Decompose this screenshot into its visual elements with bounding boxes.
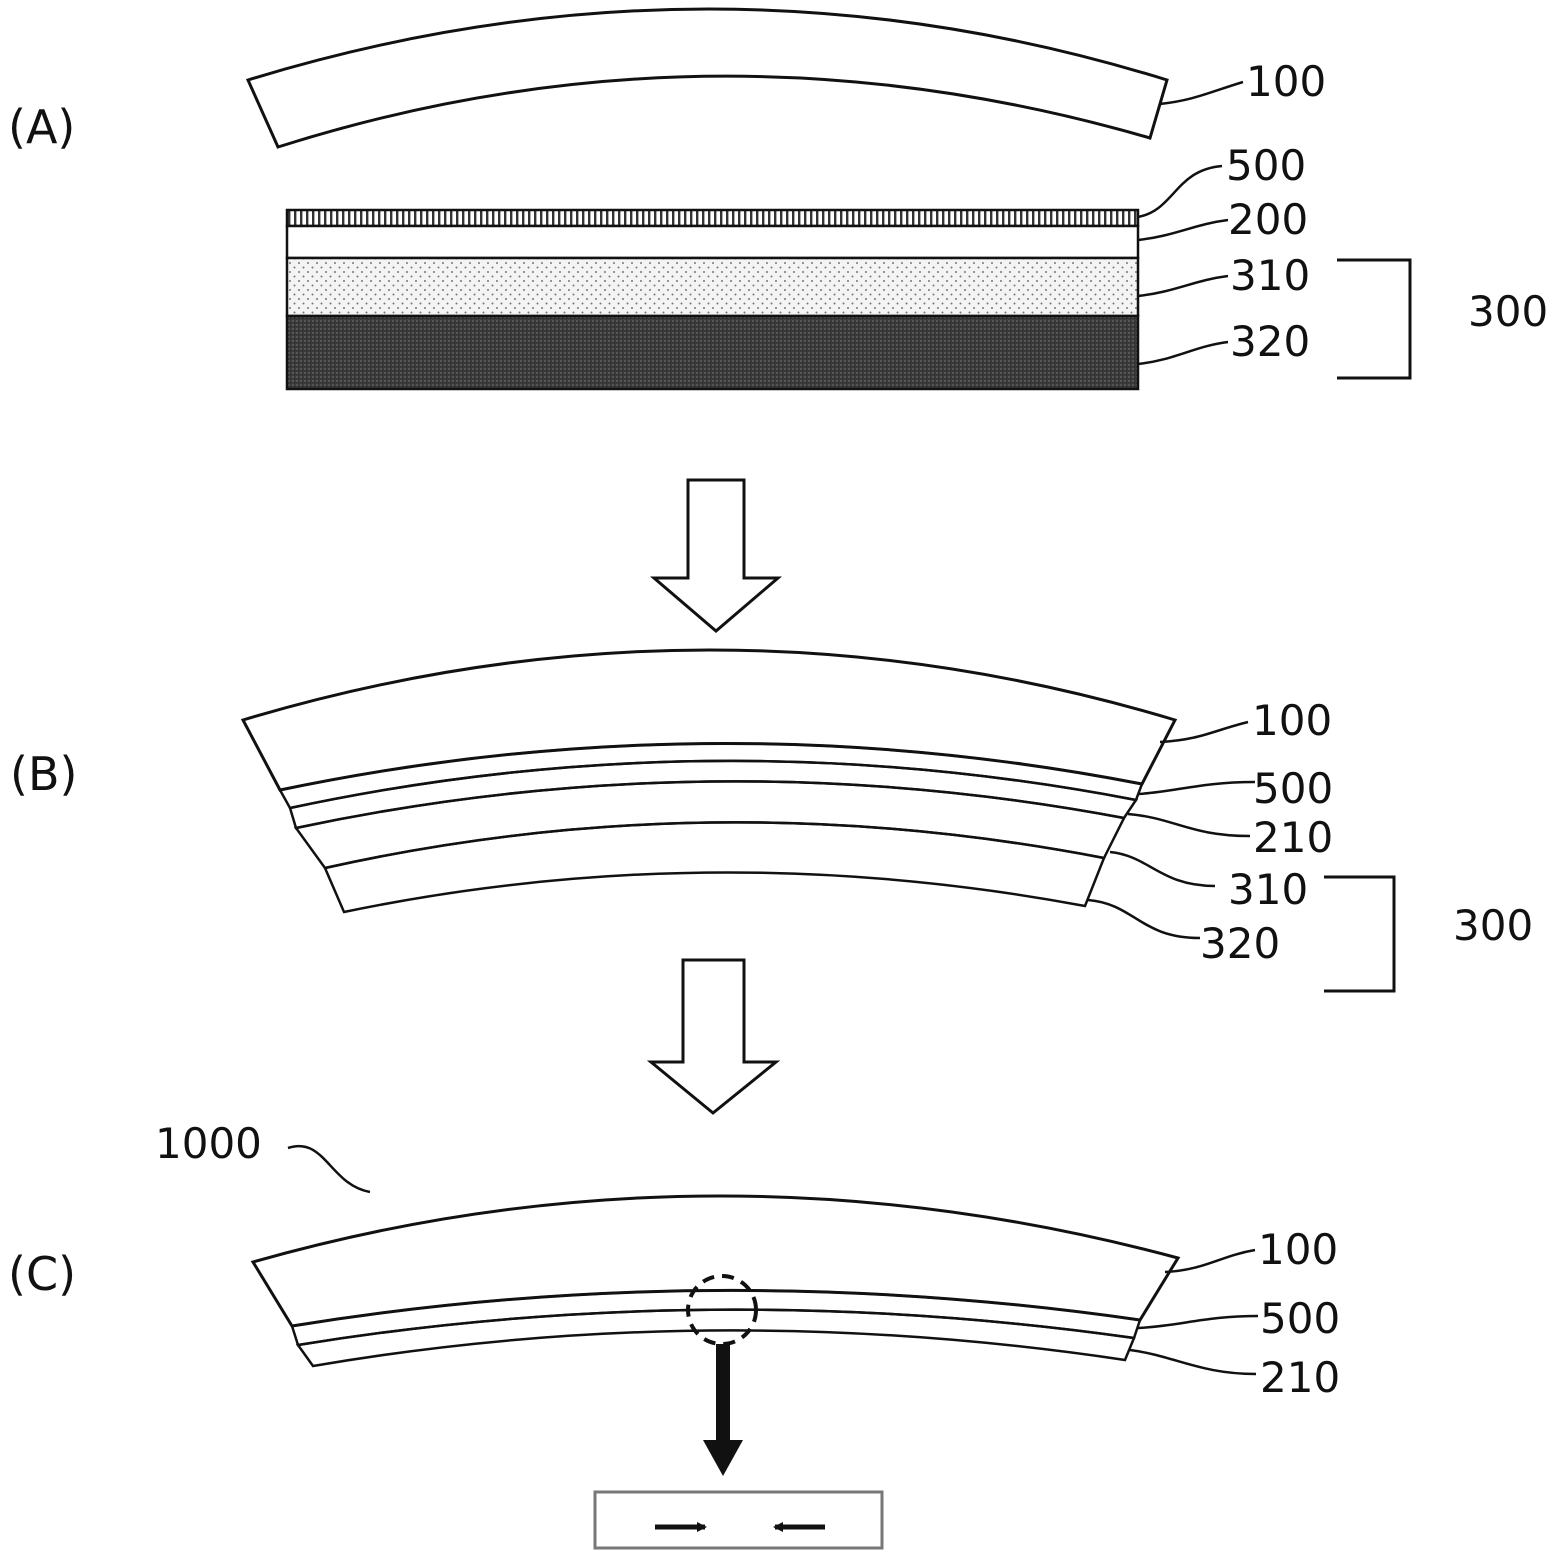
leader-c-100: [1164, 1248, 1256, 1274]
label-b-300: 300: [1453, 901, 1533, 950]
label-b-100: 100: [1252, 696, 1332, 745]
leader-b-310: [1109, 850, 1216, 888]
label-b-210: 210: [1253, 813, 1333, 862]
label-a-310: 310: [1230, 251, 1310, 300]
final-layer-500: [290, 1289, 1142, 1347]
bent-window-100: [240, 648, 1178, 792]
panel-c-label: (C): [8, 1247, 76, 1301]
leader-a-200: [1137, 218, 1229, 242]
brace-a-300: [1337, 258, 1412, 380]
label-a-320: 320: [1230, 317, 1310, 366]
bent-layer-310: [293, 780, 1126, 870]
leader-a-310: [1137, 274, 1229, 298]
label-c-210: 210: [1260, 1353, 1340, 1402]
leader-c-210: [1129, 1348, 1257, 1376]
label-b-310: 310: [1228, 865, 1308, 914]
leader-a-500: [1137, 164, 1223, 219]
panel-b: (B) 100 500 210 310 320 300: [10, 648, 1533, 993]
label-a-200: 200: [1228, 195, 1308, 244]
label-a-100: 100: [1246, 57, 1326, 106]
layer-200: [285, 224, 1140, 260]
cover-window-100: [245, 7, 1169, 149]
leader-a-100: [1159, 80, 1244, 106]
flat-layer-stack: [285, 208, 1140, 391]
label-c-1000: 1000: [155, 1119, 262, 1168]
detail-dashed-circle: [686, 1274, 758, 1346]
detail-arrow-shaft: [716, 1344, 730, 1446]
detail-box: [593, 1490, 884, 1550]
final-layer-210: [295, 1308, 1136, 1368]
leader-b-500: [1137, 780, 1256, 796]
leader-c-500: [1137, 1314, 1259, 1330]
hollow-down-arrow-2: [646, 958, 781, 1115]
detail-arrow-head: [703, 1440, 743, 1476]
panel-c: (C) 1000 100 500 210: [8, 1119, 1340, 1550]
panel-b-label: (B): [10, 747, 77, 801]
leader-b-210: [1127, 812, 1251, 838]
bent-layer-320: [323, 821, 1106, 914]
layer-310: [285, 256, 1140, 318]
label-c-500: 500: [1260, 1294, 1340, 1343]
label-a-300: 300: [1468, 287, 1548, 336]
brace-b-300: [1324, 875, 1396, 993]
bent-layer-210: [288, 759, 1139, 830]
layer-500: [285, 208, 1140, 228]
leader-b-100: [1159, 720, 1249, 744]
label-c-100: 100: [1258, 1225, 1338, 1274]
label-b-320: 320: [1200, 919, 1280, 968]
panel-a-label: (A): [8, 100, 75, 154]
label-a-500: 500: [1226, 141, 1306, 190]
leader-b-320: [1087, 898, 1201, 940]
bent-layer-500: [278, 742, 1144, 810]
leader-c-1000: [287, 1144, 371, 1194]
leader-a-320: [1137, 340, 1229, 366]
label-b-500: 500: [1253, 764, 1333, 813]
hollow-down-arrow-1: [649, 478, 783, 633]
panel-a: (A) 100 500 200 310 320 300: [8, 7, 1548, 391]
layer-320: [285, 314, 1140, 391]
